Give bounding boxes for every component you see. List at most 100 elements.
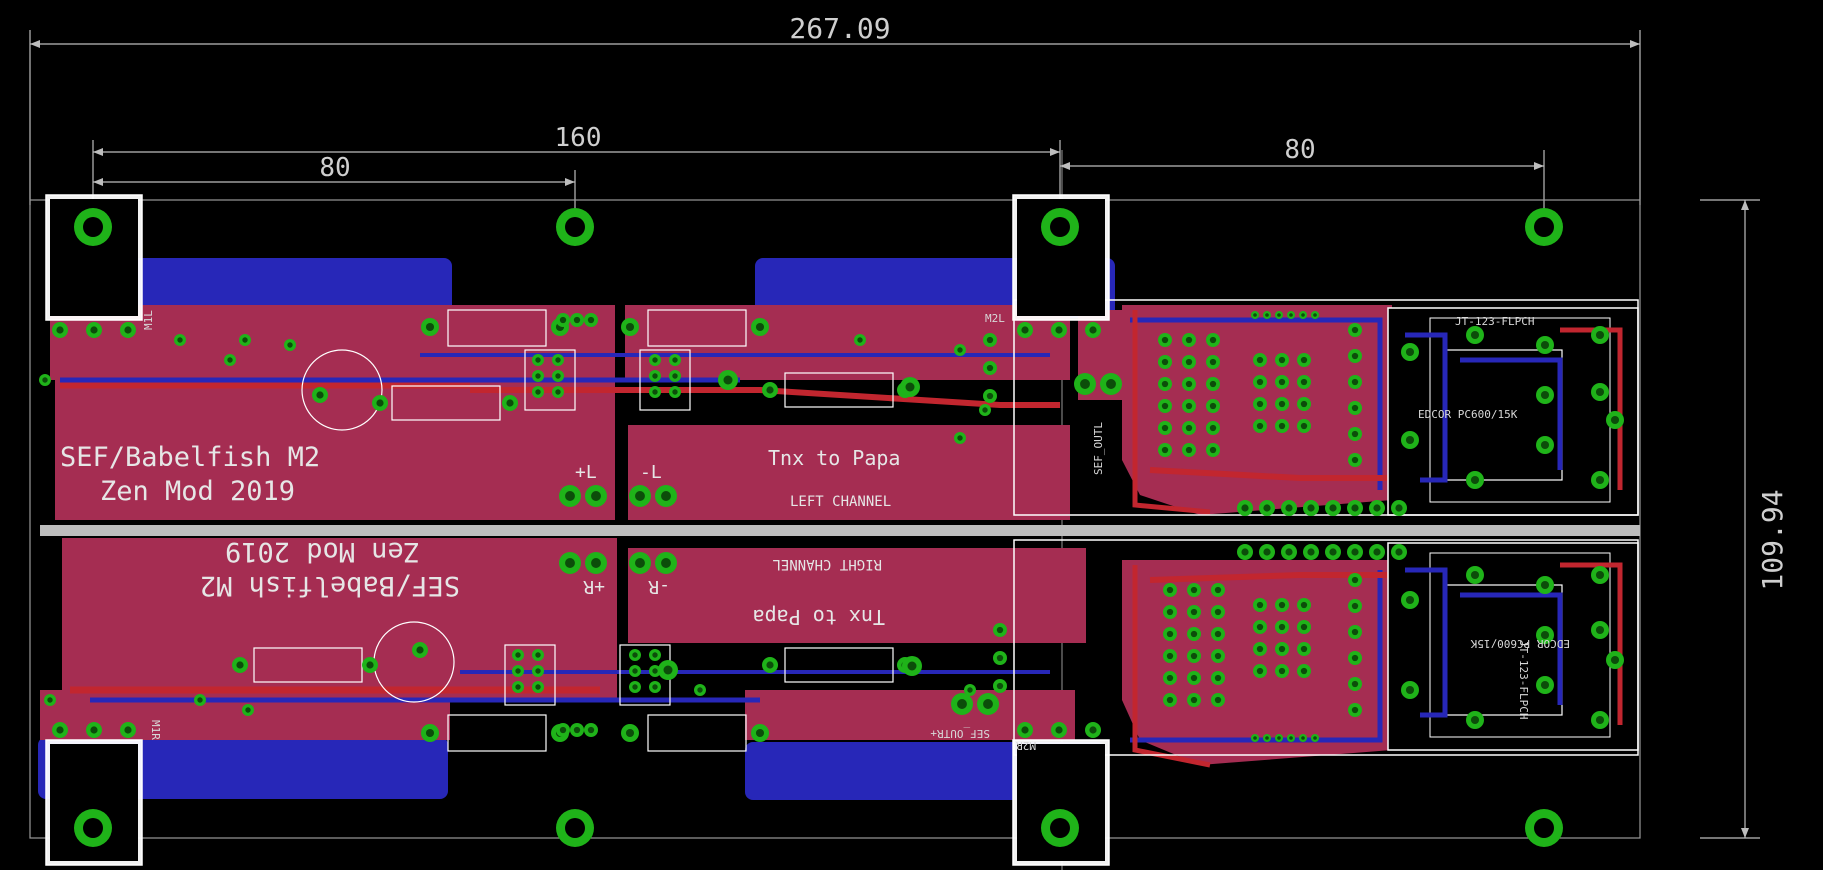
pad-hole (1166, 696, 1174, 704)
pad-hole (1405, 435, 1415, 445)
pad-hole (1241, 504, 1249, 512)
pad-hole (1278, 601, 1286, 609)
pad-hole (56, 326, 64, 334)
pad-hole (1055, 326, 1063, 334)
pad-hole (1265, 313, 1269, 317)
pad-hole (652, 373, 658, 379)
pad-hole (957, 347, 963, 353)
pad-hole (559, 726, 567, 734)
pad-hole (1265, 736, 1269, 740)
pad-hole (723, 375, 733, 385)
pad-hole (661, 558, 671, 568)
pad-hole (632, 668, 638, 674)
pad-hole (1161, 402, 1169, 410)
pad-hole (1190, 652, 1198, 660)
pad-hole (90, 326, 98, 334)
pad-hole (697, 687, 703, 693)
pad-hole (565, 558, 575, 568)
pad-hole (652, 684, 658, 690)
pad-hole (1209, 446, 1217, 454)
pad-hole (672, 373, 678, 379)
pad-hole (1470, 330, 1480, 340)
right-thanks: Tnx to Papa (753, 605, 885, 629)
pad-hole (242, 337, 248, 343)
pad-hole (535, 652, 541, 658)
pad-hole (591, 491, 601, 501)
pad-hole (1209, 336, 1217, 344)
pad-hole (652, 357, 658, 363)
right-transformer-part: JT-123-FLPCH (1517, 640, 1530, 719)
pad-hole (1185, 358, 1193, 366)
pad-hole (1278, 667, 1286, 675)
pad-hole (1214, 652, 1222, 660)
left-rail-neg: -L (640, 462, 662, 483)
pad-hole (236, 661, 244, 669)
dim-right-span: 80 (1284, 135, 1315, 165)
pad-hole (555, 373, 561, 379)
left-title-line2: Zen Mod 2019 (100, 476, 295, 507)
pad-hole (755, 322, 765, 332)
pad-hole (1256, 601, 1264, 609)
left-thanks: Tnx to Papa (768, 446, 900, 470)
pad-hole (1307, 504, 1315, 512)
mosfet-faces (50, 199, 1105, 861)
pad-hole (1278, 623, 1286, 631)
pad-hole (986, 392, 994, 400)
pad-hole (1300, 645, 1308, 653)
pad-hole (1329, 504, 1337, 512)
pad-hole (1253, 313, 1257, 317)
pad-hole (1595, 570, 1605, 580)
pad-hole (366, 661, 374, 669)
pad-hole (1300, 400, 1308, 408)
pad-hole (1301, 736, 1305, 740)
pad-hole (1161, 424, 1169, 432)
pad-hole (1021, 326, 1029, 334)
left-sef-out: SEF_OUTL (1092, 422, 1105, 475)
pad-hole (1241, 548, 1249, 556)
pad-hole (1278, 378, 1286, 386)
pad-hole (1351, 404, 1359, 412)
right-transformer-vendor: EDCOR PC600/15K (1470, 637, 1570, 650)
pad-hole (1285, 504, 1293, 512)
pad-hole (1289, 313, 1293, 317)
pad-hole (535, 373, 541, 379)
right-channel-label: RIGHT CHANNEL (772, 556, 882, 572)
pad-hole (506, 399, 514, 407)
pad-hole (1055, 726, 1063, 734)
pad-hole (1595, 475, 1605, 485)
pad-hole (625, 322, 635, 332)
pad-hole (1351, 576, 1359, 584)
pad-hole (1351, 326, 1359, 334)
pad-hole (1351, 654, 1359, 662)
pad-hole (555, 389, 561, 395)
right-channel-copper (38, 538, 1105, 800)
right-title-line2: Zen Mod 2019 (225, 536, 420, 567)
pad-hole (1300, 601, 1308, 609)
dim-center-span: 160 (555, 123, 602, 153)
pad-hole (1253, 736, 1257, 740)
right-mosfet2: M2R (1016, 739, 1036, 752)
pad-hole (1256, 645, 1264, 653)
pad-hole (1190, 586, 1198, 594)
pad-hole (986, 336, 994, 344)
pad-hole (1300, 623, 1308, 631)
pad-hole (573, 726, 581, 734)
right-rail-pos: +R (583, 576, 605, 597)
pad-hole (1106, 379, 1116, 389)
pad-hole (1166, 652, 1174, 660)
pad-hole (766, 661, 774, 669)
board-outline (29, 199, 1641, 839)
pad-hole (1351, 602, 1359, 610)
pad-hole (515, 652, 521, 658)
pad-hole (1540, 580, 1550, 590)
pad-hole (1540, 440, 1550, 450)
pad-hole (663, 665, 673, 675)
pad-hole (1209, 358, 1217, 366)
pad-hole (1470, 715, 1480, 725)
pad-hole (1540, 680, 1550, 690)
pad-hole (857, 337, 863, 343)
pad-hole (565, 491, 575, 501)
pad-hole (1395, 548, 1403, 556)
pad-hole (1190, 630, 1198, 638)
